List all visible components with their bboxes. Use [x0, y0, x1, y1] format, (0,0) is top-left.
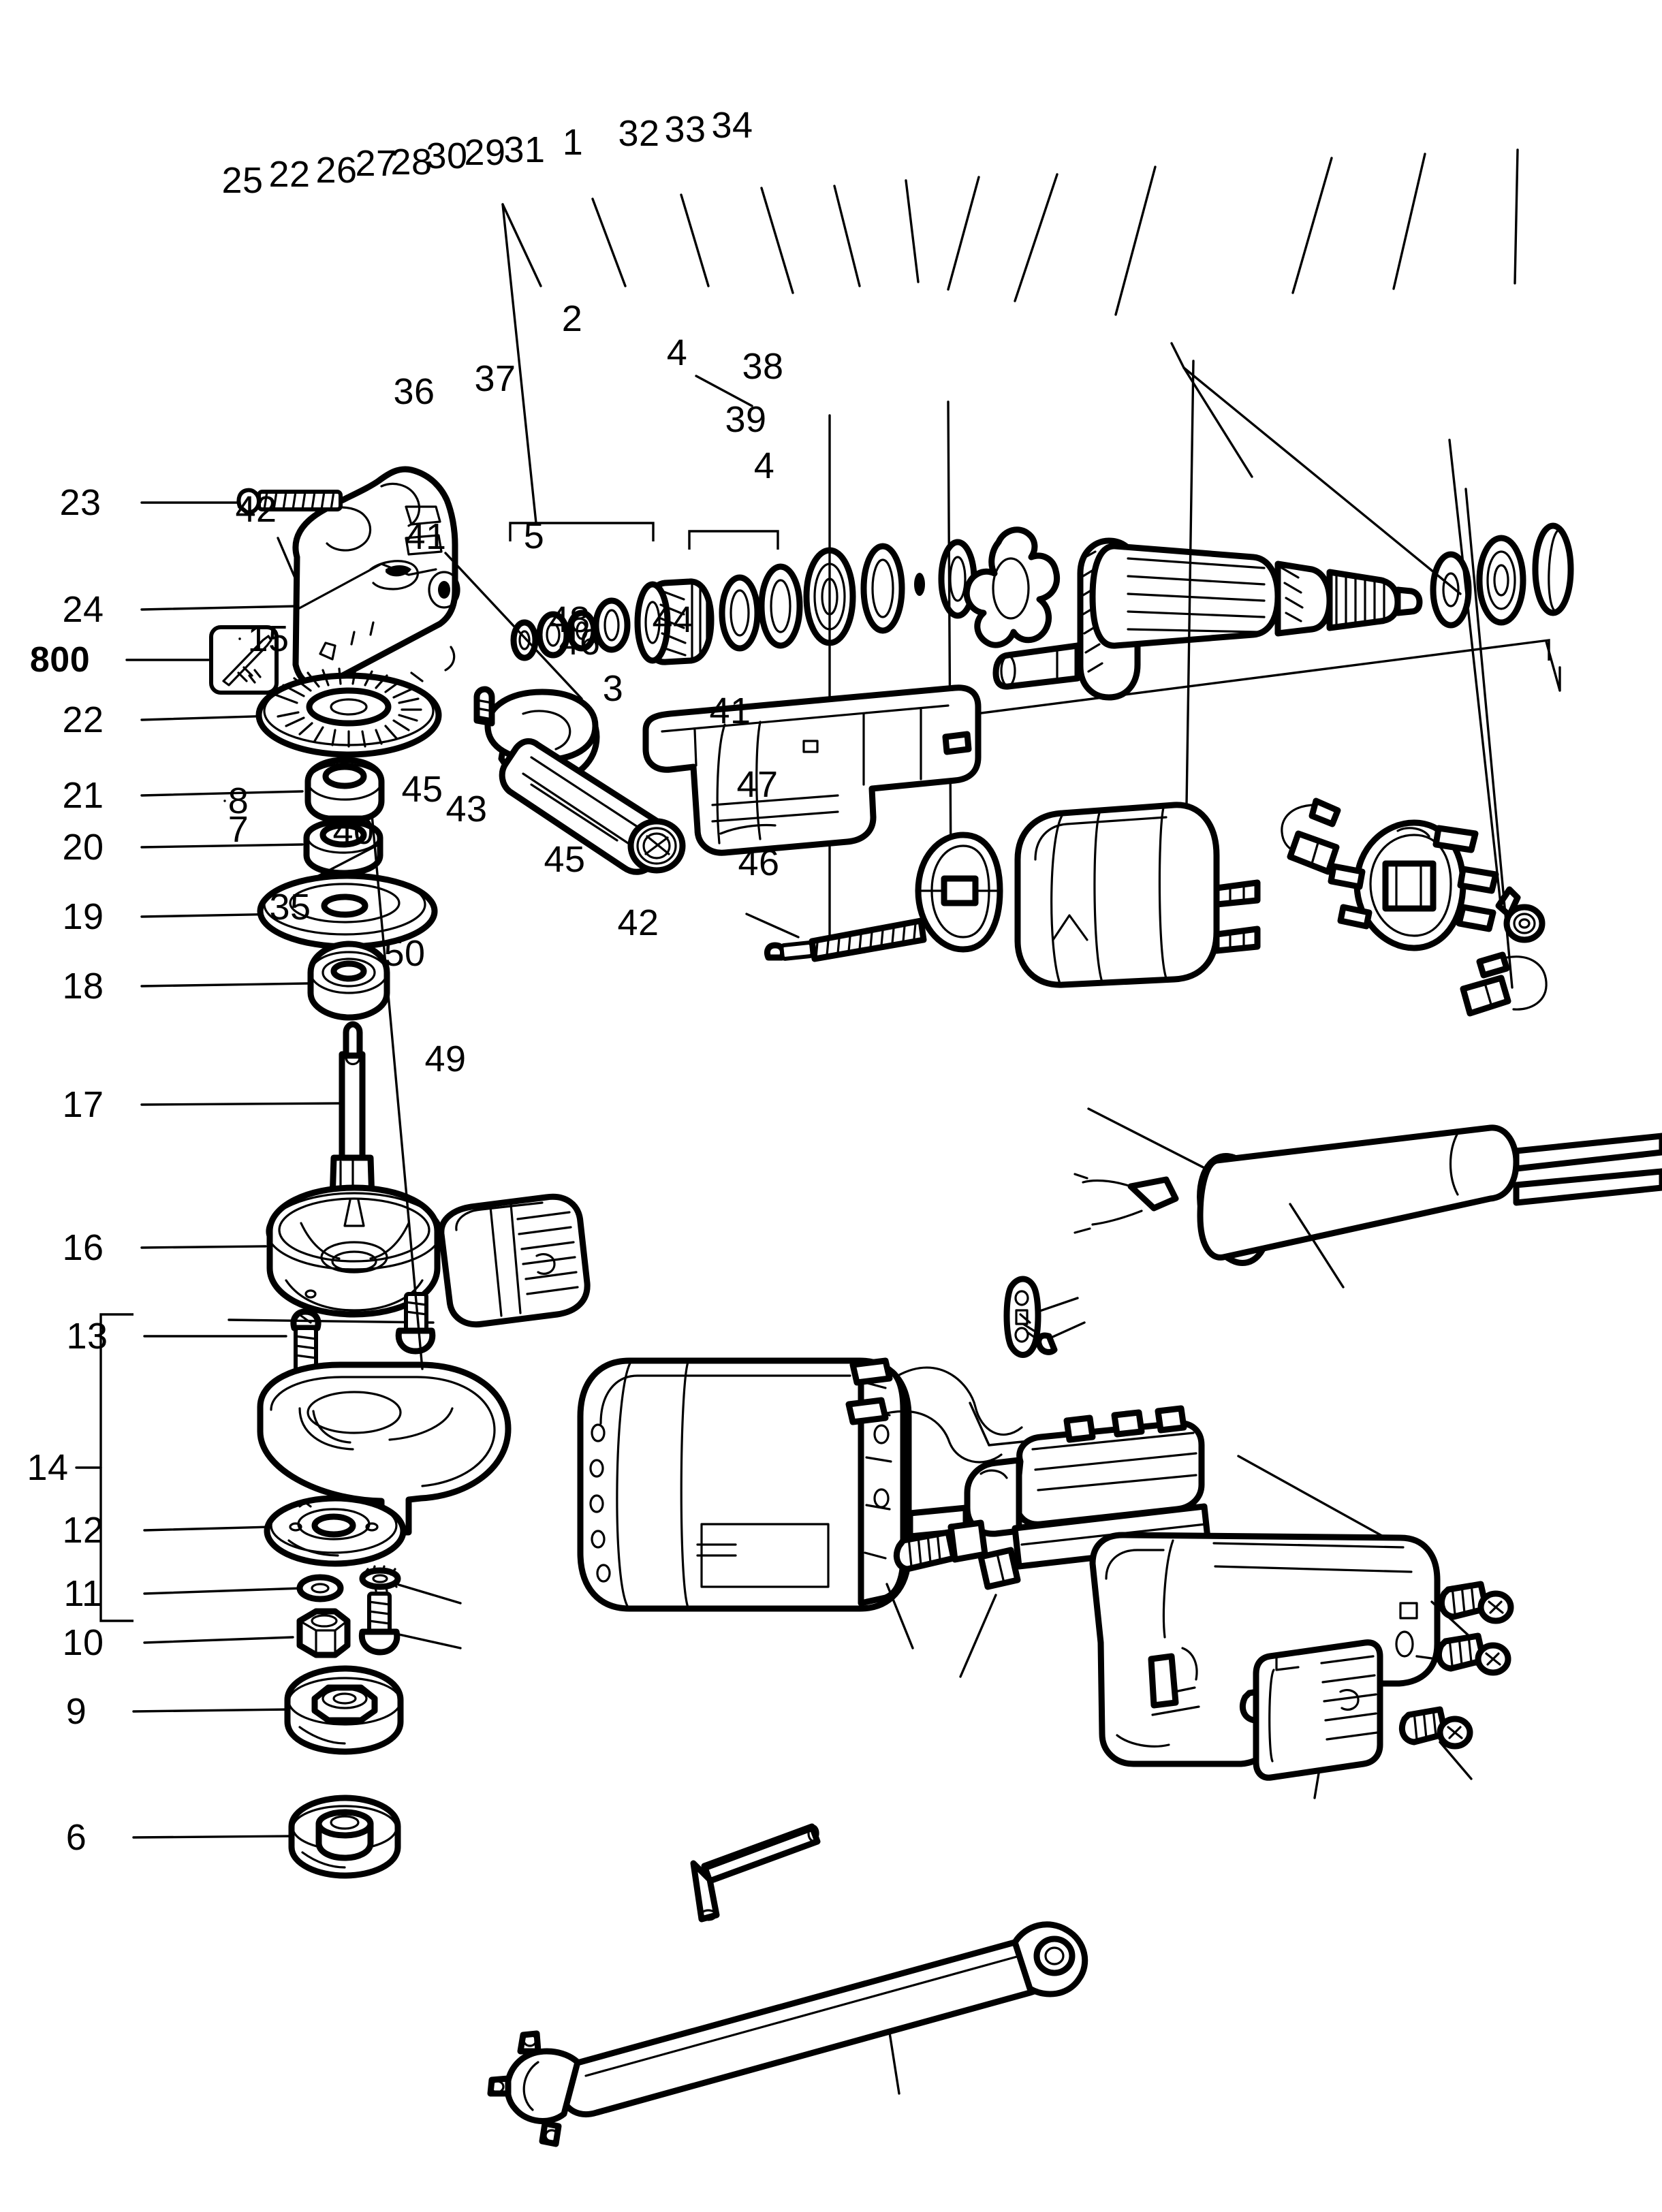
- callout-34: 34: [711, 105, 753, 146]
- part-37-field-insulator: [915, 400, 1003, 953]
- callout-38: 38: [742, 346, 784, 387]
- part-11-flat-washer: [143, 1574, 344, 1602]
- callout-41: 41: [405, 516, 447, 557]
- callout-43: 43: [445, 789, 488, 830]
- callout-14: 14: [27, 1447, 69, 1488]
- callout-39: 39: [725, 399, 767, 440]
- callout-25: 25: [221, 160, 264, 201]
- callout-46: 46: [559, 622, 601, 663]
- callout-6: 6: [65, 1817, 87, 1858]
- callout-18: 18: [62, 966, 104, 1007]
- callout-9: 9: [65, 1691, 87, 1732]
- callout-4: 4: [666, 332, 688, 373]
- part-1-armature: [992, 537, 1423, 701]
- part-31-baffle: [963, 526, 1060, 648]
- part-41-handle-half-bottom: [1089, 1455, 1441, 1767]
- callout-28: 28: [390, 142, 433, 183]
- leader-lines-top: [501, 148, 1519, 316]
- part-45-screw-a: [885, 1519, 988, 1649]
- part-9-clamp-nut: [132, 1665, 404, 1755]
- part-35-side-handle: [309, 686, 686, 881]
- callout-26: 26: [315, 150, 358, 191]
- callout-45: 45: [544, 839, 586, 880]
- part-46-screw-a: [1019, 1313, 1086, 1355]
- part-39-brush: [1448, 439, 1546, 943]
- callout-45: 45: [401, 769, 443, 810]
- part-46-screw-b: [1399, 1706, 1473, 1780]
- part-41-handle-half-top: [444, 552, 982, 856]
- callout-5: 5: [523, 516, 545, 556]
- callout-33: 33: [664, 109, 706, 150]
- part-16-gear-case: [140, 1184, 443, 1318]
- part-44-cord-set: [1073, 1107, 1662, 1289]
- callout-48: 48: [548, 599, 591, 640]
- part-36-long-screw: [764, 414, 927, 962]
- callout-46: 46: [738, 842, 780, 883]
- callout-42: 42: [617, 902, 659, 943]
- part-47-screws: [1415, 1581, 1514, 1676]
- part-18-spindle-bearing: [140, 941, 390, 1021]
- callout-15: 15: [247, 618, 289, 659]
- parts-32-33-34: [1430, 522, 1574, 629]
- callout-20: 20: [62, 827, 104, 868]
- part-800-warning-label: [125, 625, 279, 695]
- callout-12: 12: [62, 1510, 104, 1551]
- callout-49: 49: [424, 1039, 467, 1079]
- part-42-vent-cover-b: [1253, 1639, 1383, 1799]
- callout-3: 3: [602, 668, 624, 709]
- callout-11: 11: [63, 1573, 103, 1614]
- parts-7-8: [223, 800, 462, 1656]
- callout-22: 22: [268, 154, 311, 195]
- part-4-lead-connector-b: [1460, 488, 1548, 1017]
- callout-19: 19: [62, 896, 104, 937]
- callout-22: 22: [62, 699, 104, 740]
- part-49-spanner-wrench: [487, 1921, 1088, 2147]
- callout-31: 31: [503, 129, 546, 170]
- callout-4: 4: [753, 445, 775, 486]
- part-2-field-stator: [1014, 360, 1261, 988]
- callout-24: 24: [62, 589, 104, 630]
- part-20-bearing-boot: [140, 818, 383, 876]
- callout-44: 44: [652, 599, 694, 640]
- part-10-lock-nut: [143, 1608, 351, 1658]
- bearing-and-washer-row: [510, 539, 977, 665]
- callout-37: 37: [474, 358, 516, 399]
- callout-17: 17: [62, 1084, 104, 1125]
- part-50-hex-key: [690, 913, 821, 1923]
- callout-40: 40: [332, 811, 375, 852]
- callout-8: 8: [228, 780, 249, 821]
- motor-leads: [845, 1357, 1023, 1464]
- part-4-lead-connector-a: [695, 375, 1341, 875]
- part-22-bevel-gear: [140, 667, 442, 758]
- part-42-vent-cover-a: [277, 537, 591, 1328]
- part-38-brush-holder: [1328, 819, 1499, 951]
- part-14-guard: [257, 1361, 512, 1536]
- callout-10: 10: [62, 1622, 104, 1663]
- part-21-bearing-cap: [140, 757, 385, 822]
- callout-32: 32: [618, 113, 660, 154]
- callout-16: 16: [62, 1227, 104, 1268]
- callout-42: 42: [235, 489, 277, 530]
- callout-7: 7: [228, 809, 249, 850]
- callout-800: 800: [29, 640, 91, 680]
- callout-21: 21: [62, 775, 104, 816]
- callout-50: 50: [383, 933, 426, 974]
- callout-30: 30: [426, 136, 468, 176]
- callout-13: 13: [66, 1316, 108, 1357]
- callout-2: 2: [561, 298, 583, 339]
- callout-23: 23: [59, 482, 101, 523]
- callout-36: 36: [393, 371, 435, 412]
- part-12-guard-clamp-plate: [143, 1495, 407, 1567]
- callout-35: 35: [269, 887, 311, 928]
- callout-29: 29: [464, 132, 506, 173]
- part-6-inner-flange: [132, 1795, 401, 1879]
- part-43-switch-actuator: [959, 1547, 1021, 1678]
- part-23-screw: [140, 488, 343, 515]
- callout-27: 27: [355, 143, 397, 184]
- callout-41: 41: [709, 691, 751, 731]
- callout-1: 1: [562, 122, 584, 163]
- callout-47: 47: [736, 764, 779, 805]
